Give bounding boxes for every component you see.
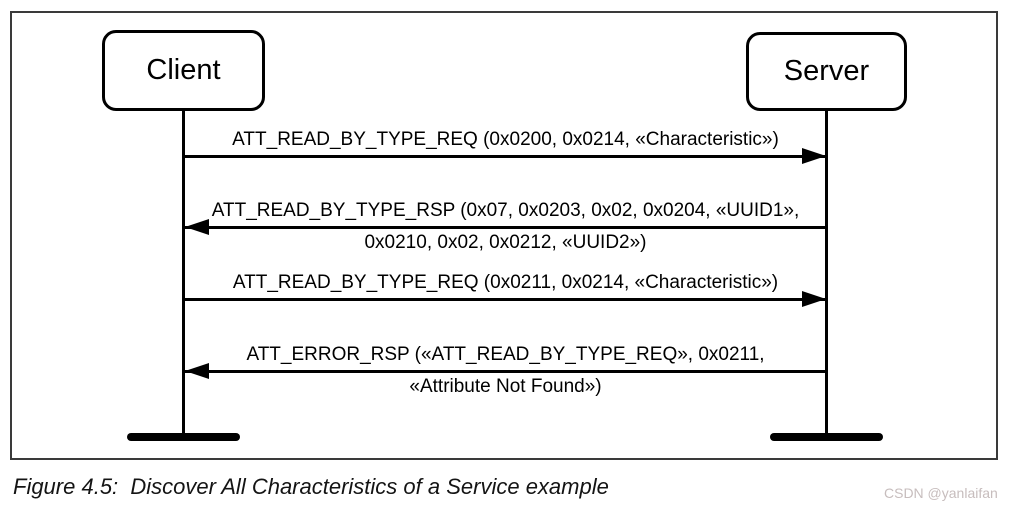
- message-2-line: [185, 226, 826, 229]
- message-2-label-line1: ATT_READ_BY_TYPE_RSP (0x07, 0x0203, 0x02…: [211, 200, 800, 221]
- message-4-label-line2: «Attribute Not Found»): [409, 376, 602, 397]
- message-3-label: ATT_READ_BY_TYPE_REQ (0x0211, 0x0214, «C…: [232, 272, 779, 293]
- server-lifeline-endbar: [770, 433, 883, 441]
- message-4-line: [185, 370, 826, 373]
- figure-caption: Figure 4.5: Discover All Characteristics…: [13, 474, 609, 499]
- server-actor-label: Server: [783, 55, 870, 87]
- message-4-label-line1: ATT_ERROR_RSP («ATT_READ_BY_TYPE_REQ», 0…: [246, 344, 765, 365]
- client-lifeline-endbar: [127, 433, 240, 441]
- arrow-left-icon: [185, 363, 209, 379]
- client-actor-box: Client: [102, 30, 265, 111]
- message-3-line: [185, 298, 826, 301]
- message-2-label-line2: 0x0210, 0x02, 0x0212, «UUID2»): [364, 232, 647, 253]
- message-1-line: [185, 155, 826, 158]
- server-lifeline: [825, 110, 828, 437]
- csdn-watermark: CSDN @yanlaifan: [884, 485, 998, 501]
- message-1-label: ATT_READ_BY_TYPE_REQ (0x0200, 0x0214, «C…: [232, 129, 779, 150]
- arrow-left-icon: [185, 219, 209, 235]
- arrow-right-icon: [802, 291, 826, 307]
- server-actor-box: Server: [746, 32, 907, 111]
- client-actor-label: Client: [146, 54, 221, 86]
- arrow-right-icon: [802, 148, 826, 164]
- client-lifeline: [182, 110, 185, 437]
